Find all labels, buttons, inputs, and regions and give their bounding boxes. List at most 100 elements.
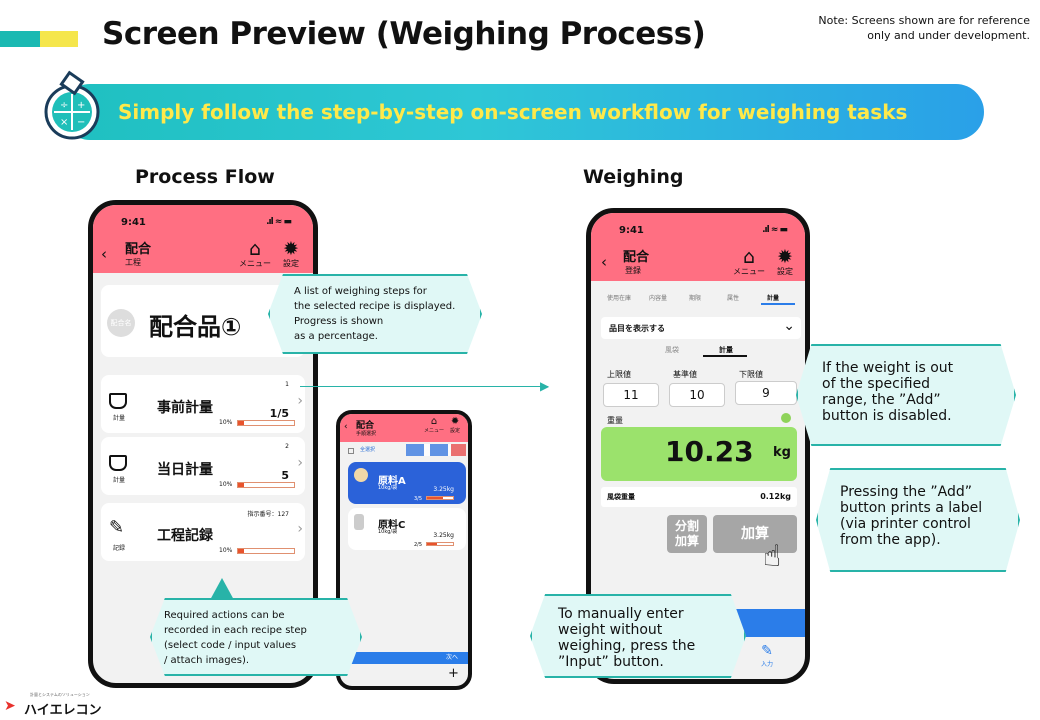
step-name: 当日計量 [157,462,213,478]
chevron-right-icon: › [297,455,303,471]
home-icon: ⌂ [742,246,756,268]
status-time: 9:41 [121,217,146,228]
material-item-selected[interactable]: 原料A 10kg/袋 3.25kg 3/5 [348,462,466,504]
weight-label: 重量 [607,416,623,425]
gear-icon: ✹ [777,246,793,268]
material-item[interactable]: 原料C 10kg/袋 3.25kg 2/5 [348,508,466,550]
material-name: 原料C [378,520,406,531]
connector-line [300,386,548,387]
menu-button[interactable]: ⌂メニュー [239,238,271,268]
subtab-tare[interactable]: 風袋 [665,346,679,354]
step-progress-text: 10% [219,419,233,426]
subtab-weigh[interactable]: 計量 [719,346,733,354]
step-index: 1 [285,381,289,388]
home-icon: ⌂ [430,416,438,427]
lower-limit-value: 9 [735,381,797,405]
dropdown-label: 品目を表示する [609,324,665,333]
step-progress-bar [237,420,295,426]
recipe-card: 配合名 配合品① [101,285,305,357]
phone1-header: 9:41 .ıl ≈ ▬ ‹ 配合 工程 ⌂メニュー ✹設定 [93,205,313,273]
logo-mark-icon: ➤ [4,698,16,714]
step-card[interactable]: 計量 当日計量 2 5 10% › [101,437,305,495]
chevron-right-icon: › [297,521,303,537]
settings-button[interactable]: ✹設定 [450,416,461,434]
back-button[interactable]: ‹ [101,245,107,263]
item-dropdown[interactable]: 品目を表示する ⌄ [601,317,801,339]
home-icon: ⌂ [248,238,262,260]
material-weight: 3.25kg [433,532,454,539]
step-icon-label: 計量 [113,477,126,484]
settings-button[interactable]: ✹設定 [283,238,299,268]
back-button[interactable]: ‹ [601,253,607,271]
step-count: 1/5 [269,407,289,420]
banner: Simply follow the step-by-step on-screen… [62,84,984,140]
recipe-name: 配合品① [149,313,242,341]
svg-text:−: − [77,117,85,128]
standard-value: 10 [669,383,725,407]
standard-value-label: 基準値 [673,370,697,379]
input-button[interactable]: ✎入力 [761,643,774,668]
step-icon-label: 記録 [113,545,126,552]
step-card[interactable]: ✎ 記録 工程記録 指示番号：127 10% › [101,503,305,561]
header-stripe-yellow [40,31,78,47]
material-spec: 10kg/袋 [378,485,398,491]
menu-button[interactable]: ⌂メニュー [424,416,445,434]
tab-content[interactable]: 内容量 [649,295,668,302]
screen-title: 配合 [125,242,152,257]
step-progress-bar [237,482,295,488]
edit-icon: ✎ [761,643,773,659]
chevron-down-icon: ⌄ [783,318,795,334]
back-button[interactable]: ‹ [344,422,348,432]
weight-unit: kg [773,445,791,460]
select-all-label: 全選択 [360,447,376,453]
tab-attribute[interactable]: 属性 [727,295,740,302]
gear-icon: ✹ [283,238,299,260]
company-logo: ➤ 計量とシステムのソリューション ハイエレコン [4,692,102,718]
split-add-button[interactable]: 分割加算 [667,515,707,553]
material-icon [354,468,368,482]
callout-pointer [210,578,234,600]
tap-hand-icon: ☝ [763,539,782,574]
material-progress-bar [426,542,454,546]
upper-limit-value: 11 [603,383,659,407]
status-time: 9:41 [619,225,644,236]
section-title-process-flow: Process Flow [135,166,275,188]
tab-underline [761,303,795,305]
svg-text:+: + [77,100,85,111]
add-button-disabled[interactable]: 加算 [713,515,797,553]
chevron-right-icon: › [297,393,303,409]
step-name: 工程記録 [157,528,213,544]
add-button[interactable]: + [448,666,459,681]
tare-value: 0.12kg [760,492,791,501]
arrow-right-icon: ▶ [540,379,550,393]
step-count: 5 [281,469,289,482]
tare-label: 風袋重量 [607,493,635,501]
tab-weighing[interactable]: 計量 [767,295,780,302]
status-indicator [781,413,791,423]
next-button[interactable]: 次へ [340,652,468,664]
phone3-header: 9:41 .ıl ≈ ▬ ‹ 配合 登録 ⌂メニュー ✹設定 [591,213,805,281]
material-weight: 3.25kg [433,486,454,493]
material-count: 2/5 [414,542,423,548]
svg-text:÷: ÷ [60,100,68,111]
select-all-checkbox[interactable] [348,448,354,454]
settings-button[interactable]: ✹設定 [777,246,793,276]
material-count: 3/5 [414,496,423,502]
step-icon-label: 計量 [113,415,126,422]
status-signal-icon: .ıl ≈ ▬ [266,217,292,227]
step-name: 事前計量 [157,400,213,416]
lower-limit-label: 下限値 [739,370,763,379]
step-card[interactable]: 計量 事前計量 1 1/5 10% › [101,375,305,433]
gear-icon: ✹ [450,416,460,427]
status-signal-icon: .ıl ≈ ▬ [762,225,788,235]
screen-title: 配合 [623,250,650,265]
menu-button[interactable]: ⌂メニュー [733,246,765,276]
tab-expiry[interactable]: 期限 [689,295,702,302]
tab-stock[interactable]: 使用在庫 [607,295,632,302]
tare-row: 風袋重量 0.12kg [601,487,797,507]
